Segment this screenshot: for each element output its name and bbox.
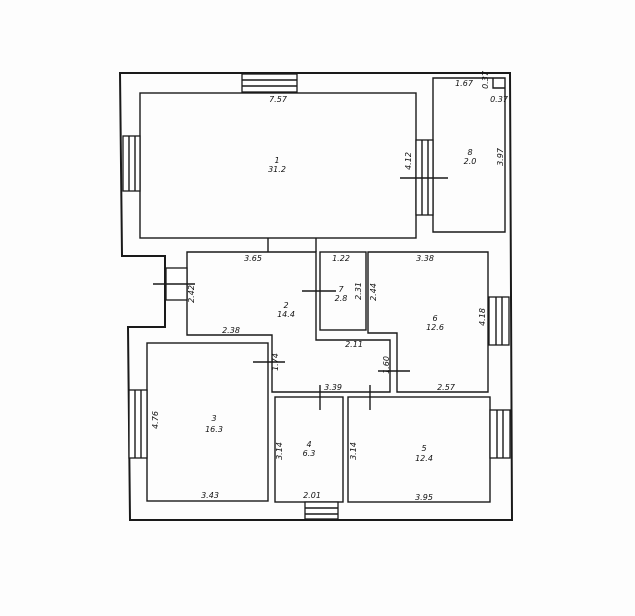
dim-r2-height: 2.42: [187, 285, 196, 303]
window-right-6: [488, 296, 510, 346]
dim-r8-notch-v: 0.37: [481, 70, 490, 89]
window-top: [241, 73, 298, 93]
room-6-number: 6: [432, 314, 437, 323]
room-7-number: 7: [338, 285, 344, 294]
dim-r5-width: 3.95: [415, 493, 433, 502]
dim-r2-width: 3.65: [244, 254, 262, 263]
dim-r3-height: 4.76: [151, 411, 160, 429]
window-room1-8: [400, 139, 448, 216]
dim-r7-height: 2.31: [354, 282, 363, 300]
dim-r6-door: 1.60: [382, 356, 391, 374]
dim-r2-bottom: 3.39: [324, 383, 342, 392]
room-1-area: 31.2: [268, 165, 286, 174]
room-5-number: 5: [421, 444, 426, 453]
dim-r8-height: 3.97: [496, 147, 505, 166]
room-1-number: 1: [274, 156, 279, 165]
dim-r2-lower: 2.38: [222, 326, 240, 335]
dim-r1-width: 7.57: [269, 95, 288, 104]
room-4-number: 4: [306, 440, 311, 449]
dim-r2-door: 1.74: [271, 353, 280, 371]
room-8-number: 8: [467, 148, 472, 157]
room-2-number: 2: [283, 301, 288, 310]
dim-r6-bottom: 2.57: [437, 383, 456, 392]
window-left-3: [128, 389, 148, 459]
dim-r6-width: 3.38: [416, 254, 434, 263]
dim-r8-width: 1.67: [455, 79, 474, 88]
room-5-area: 12.4: [415, 454, 433, 463]
outer-wall: [118, 72, 514, 521]
room-6-area: 12.6: [426, 323, 444, 332]
dim-r5-height: 3.14: [349, 442, 358, 460]
dim-r4-height: 3.14: [275, 442, 284, 460]
dim-r3-width: 3.43: [201, 491, 219, 500]
room-7-area: 2.8: [335, 294, 348, 303]
dim-r6-height: 4.18: [478, 308, 487, 326]
window-left-1: [122, 135, 141, 192]
entrance-door-left: [153, 267, 195, 301]
window-right-5: [489, 409, 511, 459]
room-3-area: 16.3: [205, 425, 223, 434]
room-4-area: 6.3: [303, 449, 316, 458]
dim-r4-width: 2.01: [303, 491, 321, 500]
entrance-steps-bottom: [304, 501, 339, 520]
dim-r7-width: 1.22: [332, 254, 350, 263]
room-3-number: 3: [211, 414, 216, 423]
dim-r7-bottom: 2.11: [345, 340, 363, 349]
room-2-area: 14.4: [277, 310, 295, 319]
room-3: [146, 342, 269, 502]
dim-r1-height: 4.12: [404, 152, 413, 170]
dim-r7-side: 2.44: [369, 283, 378, 301]
room-2: [186, 251, 391, 393]
room-8-area: 2.0: [464, 157, 477, 166]
room-6: [367, 251, 489, 393]
room-5: [347, 396, 491, 503]
dim-r8-notch-h: 0.37: [490, 95, 509, 104]
